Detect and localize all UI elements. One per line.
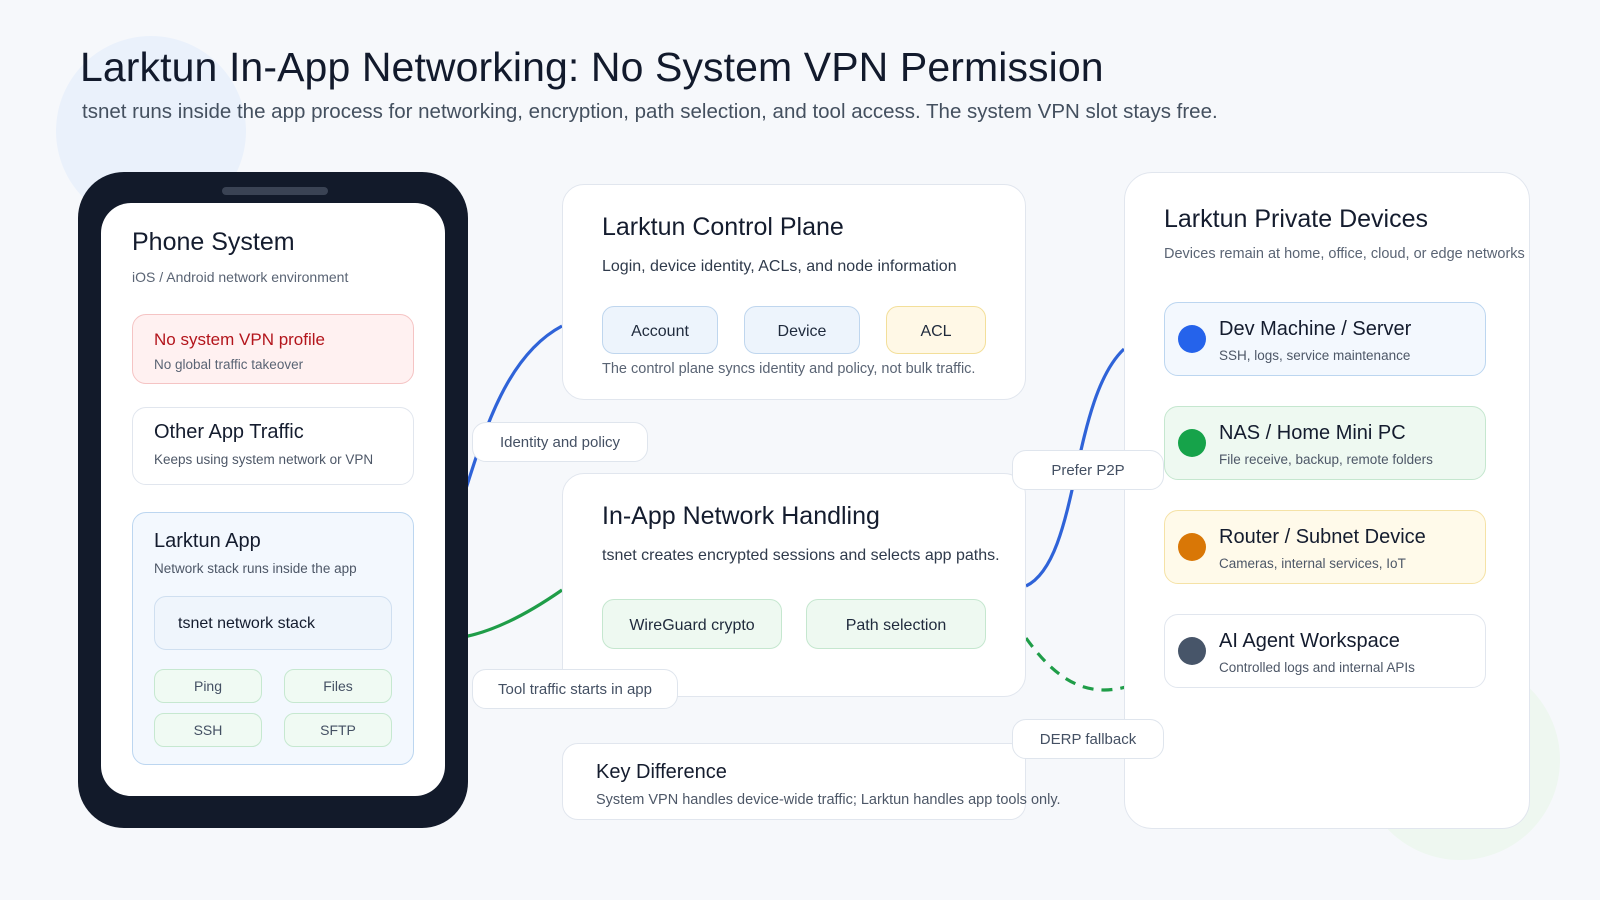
devices-desc: Devices remain at home, office, cloud, o… xyxy=(1164,246,1525,262)
phone-system-desc: iOS / Android network environment xyxy=(132,269,349,285)
tool-sftp[interactable] xyxy=(284,713,392,747)
no-vpn-box xyxy=(132,314,414,384)
device-dev-machine[interactable] xyxy=(1164,302,1486,376)
no-vpn-desc: No global traffic takeover xyxy=(154,357,304,372)
larktun-app-desc: Network stack runs inside the app xyxy=(154,561,357,576)
chip-path-selection xyxy=(806,599,986,649)
phone-system-title: Phone System xyxy=(132,228,295,256)
device-router-desc: Cameras, internal services, IoT xyxy=(1219,556,1406,571)
device-nas[interactable] xyxy=(1164,406,1486,480)
key-difference-desc: System VPN handles device-wide traffic; … xyxy=(596,792,1061,808)
chip-wireguard-label: WireGuard crypto xyxy=(629,617,755,634)
chip-account-label: Account xyxy=(631,323,689,340)
ai-agent-dot-icon xyxy=(1178,637,1206,665)
key-difference-card xyxy=(562,743,1026,820)
chip-wireguard xyxy=(602,599,782,649)
edge-label-tool-traffic: Tool traffic starts in app xyxy=(472,669,678,709)
other-traffic-box xyxy=(132,407,414,485)
dev-machine-dot-icon xyxy=(1178,325,1206,353)
tsnet-stack-box xyxy=(154,596,392,650)
chip-path-selection-label: Path selection xyxy=(845,617,947,634)
chip-acl-label: ACL xyxy=(920,323,952,340)
chip-device xyxy=(744,306,860,354)
tsnet-stack-label: tsnet network stack xyxy=(178,615,315,632)
tool-files[interactable] xyxy=(284,669,392,703)
device-ai-agent-title: AI Agent Workspace xyxy=(1219,630,1400,652)
no-vpn-title: No system VPN profile xyxy=(154,330,325,349)
tool-ping[interactable] xyxy=(154,669,262,703)
edge-label-derp-fallback: DERP fallback xyxy=(1012,719,1164,759)
control-plane-title: Larktun Control Plane xyxy=(602,213,844,241)
other-traffic-title: Other App Traffic xyxy=(154,421,304,443)
control-plane-note: The control plane syncs identity and pol… xyxy=(602,361,976,377)
tool-ssh-label: SSH xyxy=(193,722,223,738)
tool-ssh[interactable] xyxy=(154,713,262,747)
phone-notch xyxy=(222,187,328,195)
page-title: Larktun In-App Networking: No System VPN… xyxy=(80,44,1104,90)
device-nas-title: NAS / Home Mini PC xyxy=(1219,422,1406,444)
control-plane-card xyxy=(562,184,1026,400)
larktun-app-title: Larktun App xyxy=(154,530,261,552)
device-dev-machine-desc: SSH, logs, service maintenance xyxy=(1219,348,1411,363)
edge-label-prefer-p2p: Prefer P2P xyxy=(1012,450,1164,490)
chip-device-label: Device xyxy=(777,323,827,340)
in-app-desc: tsnet creates encrypted sessions and sel… xyxy=(602,547,1000,564)
chip-acl xyxy=(886,306,986,354)
devices-card xyxy=(1124,172,1530,829)
key-difference-title: Key Difference xyxy=(596,761,727,783)
chip-account xyxy=(602,306,718,354)
tool-files-label: Files xyxy=(323,678,353,694)
tool-sftp-label: SFTP xyxy=(320,722,356,738)
tool-ping-label: Ping xyxy=(193,678,223,694)
router-dot-icon xyxy=(1178,533,1206,561)
device-router[interactable] xyxy=(1164,510,1486,584)
control-plane-desc: Login, device identity, ACLs, and node i… xyxy=(602,258,957,275)
devices-title: Larktun Private Devices xyxy=(1164,205,1429,233)
other-traffic-desc: Keeps using system network or VPN xyxy=(154,452,374,467)
device-nas-desc: File receive, backup, remote folders xyxy=(1219,452,1433,467)
in-app-card xyxy=(562,473,1026,697)
page-subtitle: tsnet runs inside the app process for ne… xyxy=(82,100,1218,123)
device-ai-agent-desc: Controlled logs and internal APIs xyxy=(1219,660,1415,675)
nas-dot-icon xyxy=(1178,429,1206,457)
device-ai-agent[interactable] xyxy=(1164,614,1486,688)
in-app-title: In-App Network Handling xyxy=(602,502,880,530)
edge-label-identity: Identity and policy xyxy=(472,422,648,462)
device-router-title: Router / Subnet Device xyxy=(1219,526,1426,548)
device-dev-machine-title: Dev Machine / Server xyxy=(1219,318,1412,340)
